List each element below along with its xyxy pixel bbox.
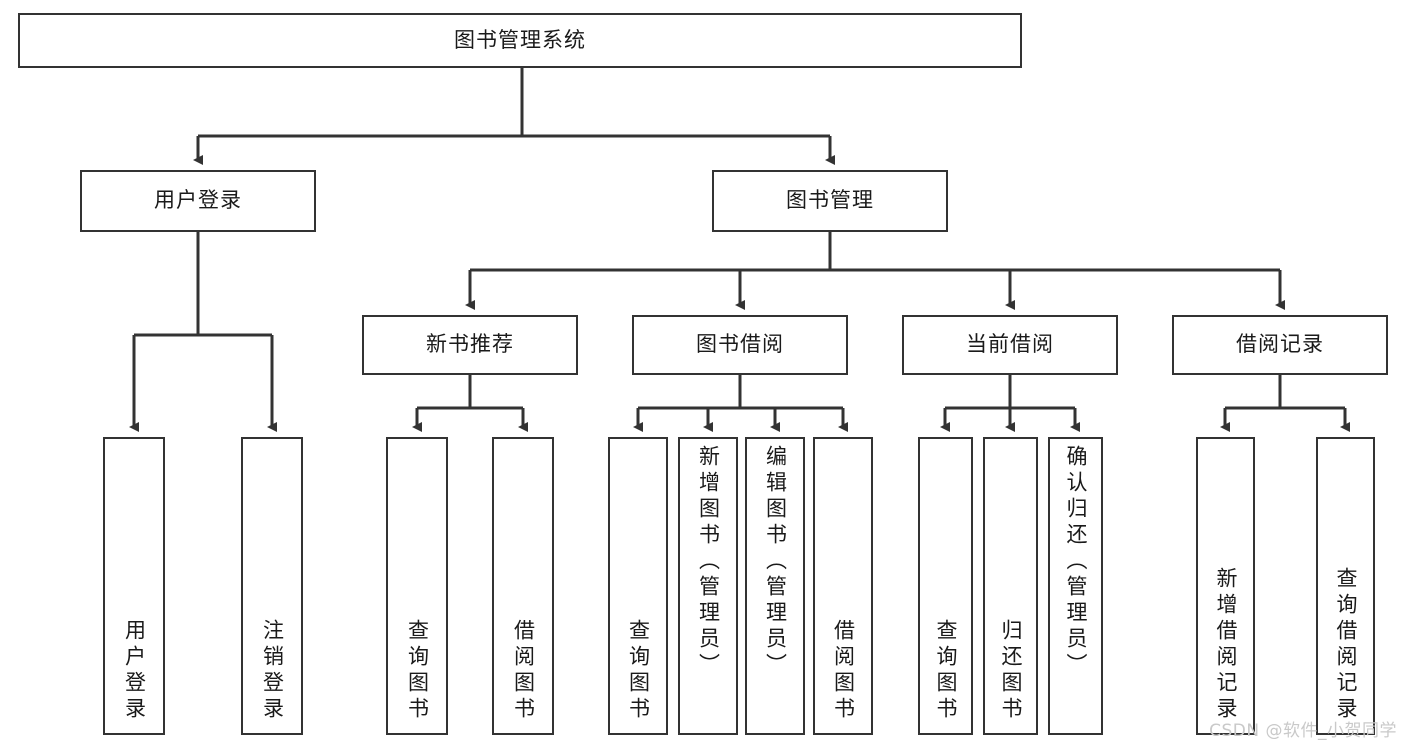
leaf-user-login[interactable]: 用户登录 <box>103 437 165 735</box>
node-label: 确认归还（管理员） <box>1064 445 1088 679</box>
node-label: 图书借阅 <box>696 332 784 357</box>
leaf-return-book[interactable]: 归还图书 <box>983 437 1038 735</box>
node-label: 新增图书（管理员） <box>696 445 721 679</box>
leaf-query-book-recommend[interactable]: 查询图书 <box>386 437 448 735</box>
node-label: 图书管理 <box>786 188 874 213</box>
node-label: 注销登录 <box>260 619 285 723</box>
leaf-add-borrow-record[interactable]: 新增借阅记录 <box>1196 437 1255 735</box>
csdn-watermark: CSDN @软件_小贺同学 <box>1209 721 1397 741</box>
node-current-borrow[interactable]: 当前借阅 <box>902 315 1118 375</box>
node-label: 归还图书 <box>999 619 1023 723</box>
leaf-borrow-book[interactable]: 借阅图书 <box>813 437 873 735</box>
leaf-borrow-book-recommend[interactable]: 借阅图书 <box>492 437 554 735</box>
leaf-query-borrow-record[interactable]: 查询借阅记录 <box>1316 437 1375 735</box>
node-label: 借阅图书 <box>511 619 536 723</box>
node-label: 编辑图书（管理员） <box>763 445 788 679</box>
node-label: 新增借阅记录 <box>1214 567 1238 723</box>
node-label: 借阅图书 <box>831 619 856 723</box>
leaf-query-book-current[interactable]: 查询图书 <box>918 437 973 735</box>
node-label: 用户登录 <box>154 188 242 213</box>
node-label: 借阅记录 <box>1236 332 1324 357</box>
leaf-edit-book-admin[interactable]: 编辑图书（管理员） <box>745 437 805 735</box>
leaf-confirm-return-admin[interactable]: 确认归还（管理员） <box>1048 437 1103 735</box>
node-label: 查询图书 <box>626 619 651 723</box>
node-book-management[interactable]: 图书管理 <box>712 170 948 232</box>
node-label: 图书管理系统 <box>454 27 586 52</box>
node-label: 新书推荐 <box>426 332 514 357</box>
node-borrow-record[interactable]: 借阅记录 <box>1172 315 1388 375</box>
node-label: 用户登录 <box>122 619 147 723</box>
node-label: 查询图书 <box>934 619 958 723</box>
node-label: 查询借阅记录 <box>1334 567 1358 723</box>
node-label: 查询图书 <box>405 619 430 723</box>
node-user-login[interactable]: 用户登录 <box>80 170 316 232</box>
node-book-borrow[interactable]: 图书借阅 <box>632 315 848 375</box>
node-root-system[interactable]: 图书管理系统 <box>18 13 1022 68</box>
node-new-book-recommend[interactable]: 新书推荐 <box>362 315 578 375</box>
node-label: 当前借阅 <box>966 332 1054 357</box>
leaf-logout[interactable]: 注销登录 <box>241 437 303 735</box>
leaf-query-book-borrow[interactable]: 查询图书 <box>608 437 668 735</box>
leaf-add-book-admin[interactable]: 新增图书（管理员） <box>678 437 738 735</box>
